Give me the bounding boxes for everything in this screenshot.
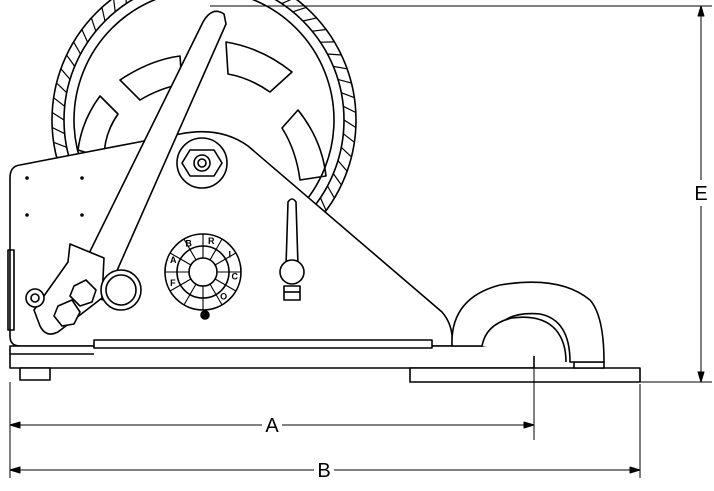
dimension-e-label: E: [694, 183, 707, 205]
drum-tooth: [101, 7, 106, 22]
dimension-b-label: B: [317, 460, 330, 482]
brake-wheel-spoke: [183, 283, 197, 306]
drum-tooth: [343, 119, 357, 129]
drum-tooth: [337, 160, 348, 172]
drum-tooth: [113, 0, 116, 12]
crank-handle: [25, 10, 227, 335]
drum-tooth: [51, 111, 65, 121]
drum-tooth: [51, 126, 65, 135]
dimension-lines: [9, 5, 712, 478]
drum-tooth: [66, 54, 76, 67]
brake-wheel-spoke: [209, 283, 223, 306]
frame-left-bracket: [7, 249, 15, 331]
brake-wheel-spoke: [214, 278, 237, 292]
drum-tooth: [319, 197, 327, 211]
drum-tooth: [281, 0, 292, 5]
brake-wheel-spokes: [165, 234, 241, 310]
drum-tooth: [73, 41, 82, 55]
drum-tooth: [90, 17, 97, 32]
drum-tooth: [81, 29, 89, 43]
dim-b-arrow-right: [629, 466, 641, 474]
handle-pivot-pin: [30, 293, 40, 303]
brake-wheel-letter: O: [220, 292, 227, 302]
pawl-lever-pivot: [279, 259, 305, 285]
pawl-lever-base: [283, 285, 301, 301]
brake-wheel-spoke: [209, 238, 223, 261]
drum-tooth: [327, 53, 342, 56]
drum-tooth: [337, 78, 352, 84]
dim-e-arrow-bottom: [697, 371, 705, 383]
brake-wheel-bottom-dot: [200, 310, 210, 320]
drum-tooth: [332, 173, 342, 186]
dim-e-arrow-top: [697, 5, 705, 17]
drum-tooth: [326, 185, 335, 199]
dim-a-arrow-left: [9, 421, 21, 429]
strap-hook: [451, 281, 605, 363]
drum-tooth: [340, 146, 352, 158]
brake-wheel-letter: C: [231, 272, 238, 282]
round-boss-inner: [105, 274, 137, 306]
drum-tooth: [292, 6, 307, 13]
brake-wheel-spoke: [214, 252, 237, 266]
brake-wheel-letter: B: [185, 238, 192, 248]
strap-hook-outer: [451, 281, 605, 363]
drum-tooth: [53, 141, 67, 148]
base-foot-pad: [573, 361, 605, 369]
brake-wheel-letter: R: [208, 236, 215, 246]
brake-wheel-letter: I: [228, 249, 231, 259]
hex-bolt-center-inner: [197, 158, 207, 168]
drum-tooth: [56, 82, 68, 94]
base-inner-plate: [93, 339, 433, 349]
frame-rivets: [25, 176, 84, 217]
brake-wheel-spoke: [183, 238, 197, 261]
brake-wheel-spoke: [169, 278, 192, 292]
round-boss: [100, 269, 142, 311]
dim-a-arrow-right: [523, 421, 535, 429]
hex-bolt: [176, 137, 228, 189]
base-foot: [19, 367, 51, 381]
brake-wheel-letter: A: [170, 255, 177, 265]
drum-tooth: [53, 97, 66, 107]
dim-b-arrow-left: [9, 466, 21, 474]
drum-tooth: [333, 65, 348, 70]
ratchet-brake-wheel: F AB R I CO: [164, 233, 242, 320]
brake-wheel-letter: F: [170, 278, 176, 288]
drum-window-top: [225, 41, 293, 93]
brake-wheel-spoke: [169, 252, 192, 266]
drum-tooth: [312, 28, 327, 32]
base-upper-plate: [9, 345, 535, 369]
brake-wheel-letters: F AB R I CO: [170, 236, 238, 301]
drum-tooth: [341, 92, 355, 99]
base-lower-plate: [409, 367, 641, 383]
drum-tooth: [342, 133, 355, 143]
base-plate: [9, 339, 641, 383]
handle-lower-nut: [53, 299, 81, 327]
handle-upper-nut: [69, 279, 97, 307]
drum-window-right: [281, 109, 327, 181]
drum-tooth: [343, 105, 357, 114]
pawl-lever: [279, 198, 305, 301]
dimension-a-label: A: [265, 415, 279, 437]
drum-tooth: [302, 17, 317, 22]
handle-bar: [69, 10, 227, 301]
drum-tooth: [60, 68, 71, 80]
pawl-lever-blade: [285, 198, 299, 267]
strap-hook-inner: [481, 316, 567, 363]
